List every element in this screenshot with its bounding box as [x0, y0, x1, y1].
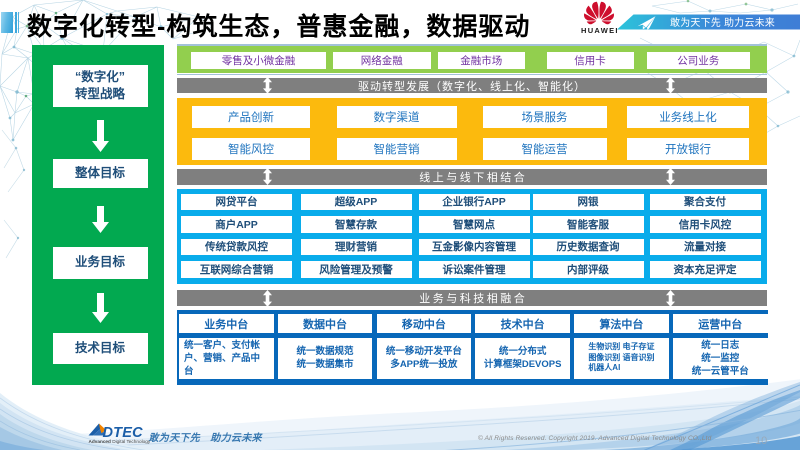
svg-text:Advanced Digital Technology: Advanced Digital Technology	[89, 439, 151, 444]
svg-text:DTEC: DTEC	[103, 425, 144, 441]
svg-text:敢为天下先 助力云未来: 敢为天下先 助力云未来	[670, 16, 775, 29]
